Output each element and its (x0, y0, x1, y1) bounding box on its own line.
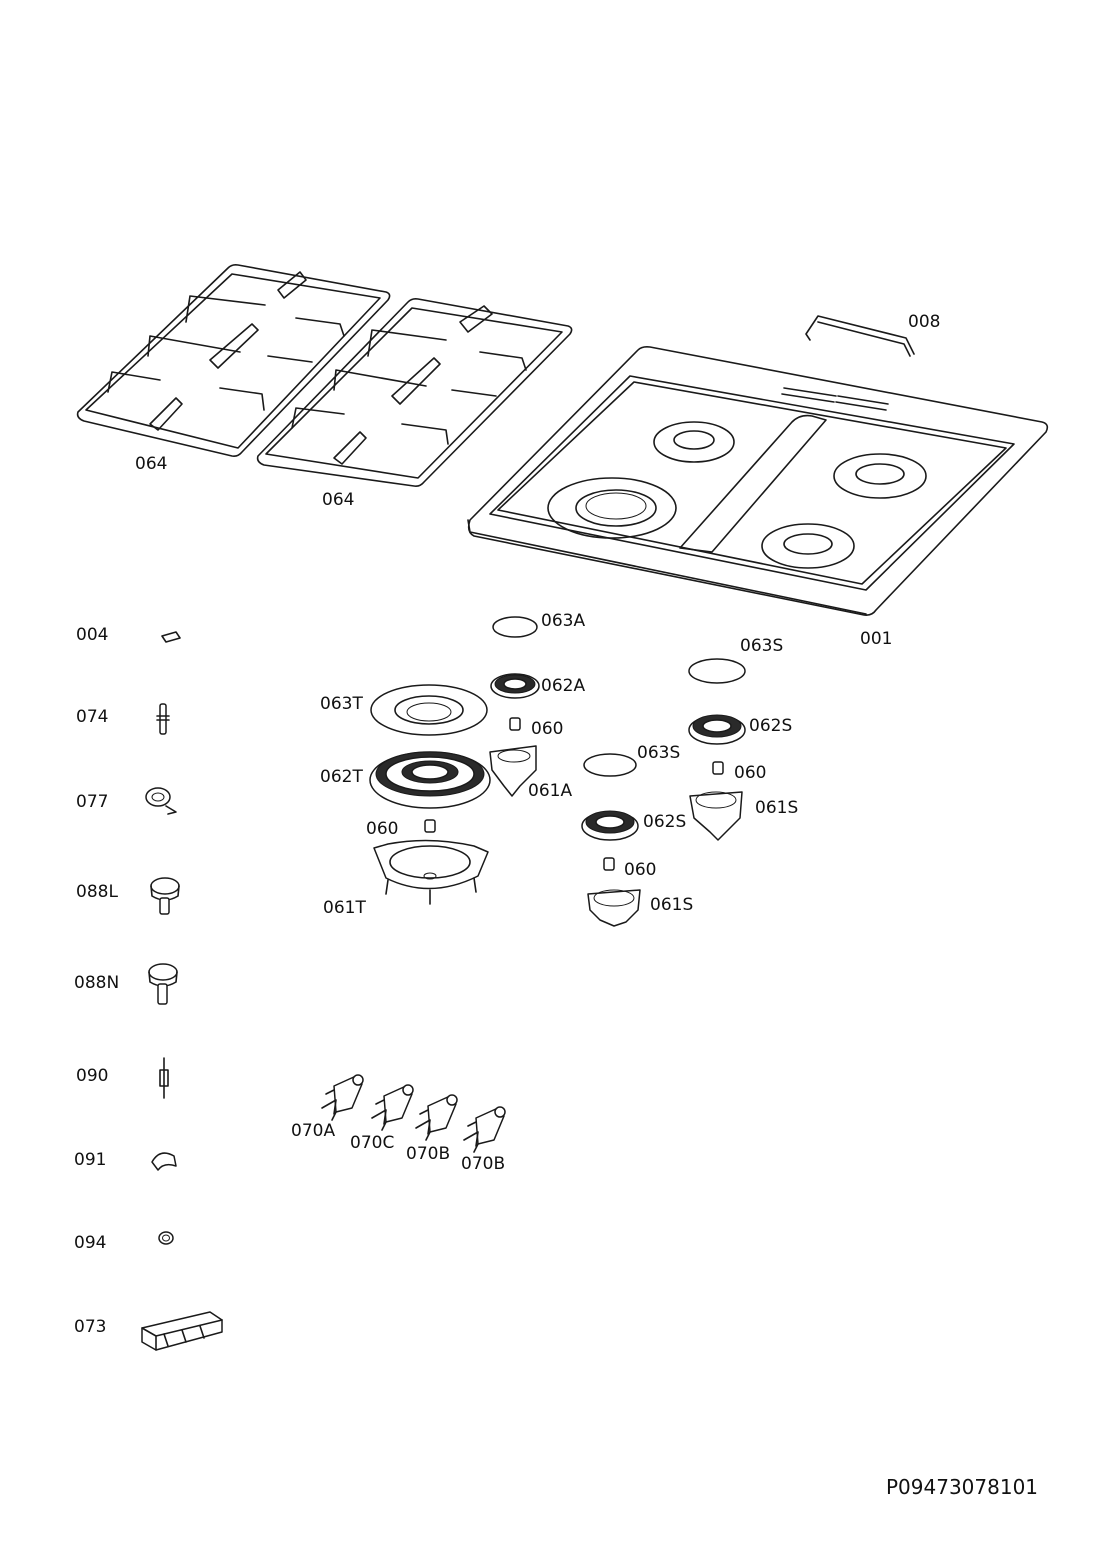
part-070B-gas-valve-1[interactable] (415, 1094, 458, 1141)
part-073-switch-block[interactable] (141, 1311, 223, 1351)
part-063S-burner-cap-a[interactable] (688, 658, 746, 684)
cooktop-top-plate[interactable] (467, 346, 1049, 616)
part-060-injector-s2[interactable] (603, 857, 615, 871)
part-063A-burner-cap[interactable] (492, 616, 538, 638)
label-062S-b: 062S (643, 812, 686, 832)
label-088N: 088N (74, 973, 119, 993)
part-060-injector-s1[interactable] (712, 761, 724, 775)
label-061T: 061T (323, 898, 366, 918)
label-074: 074 (76, 707, 108, 727)
label-001: 001 (860, 629, 892, 649)
part-004-clip[interactable] (161, 631, 181, 643)
label-060-a: 060 (531, 719, 563, 739)
label-062T: 062T (320, 767, 363, 787)
part-070A-gas-valve[interactable] (321, 1074, 364, 1121)
part-060-injector-a[interactable] (509, 717, 521, 731)
diagram-reference-code: P09473078101 (886, 1475, 1038, 1499)
label-070B-1: 070B (406, 1144, 450, 1164)
part-074-thermocouple[interactable] (156, 703, 170, 735)
label-063S-a: 063S (740, 636, 783, 656)
label-004: 004 (76, 625, 108, 645)
label-061S-b: 061S (650, 895, 693, 915)
part-088L-knob[interactable] (150, 877, 180, 915)
label-062S-a: 062S (749, 716, 792, 736)
cooktop-trim-008[interactable] (805, 315, 915, 357)
label-063A: 063A (541, 611, 585, 631)
part-077-hose-clamp[interactable] (145, 787, 177, 815)
part-061T-burner-body[interactable] (373, 839, 489, 905)
label-060-c: 060 (734, 763, 766, 783)
part-063T-burner-cap[interactable] (370, 684, 488, 736)
part-062S-flame-spreader-a[interactable] (688, 714, 746, 745)
part-062S-flame-spreader-b[interactable] (581, 810, 639, 841)
part-090-spark-electrode[interactable] (159, 1057, 169, 1099)
label-064-left: 064 (135, 454, 167, 474)
part-063S-burner-cap-b[interactable] (583, 753, 637, 777)
label-062A: 062A (541, 676, 585, 696)
part-061A-burner-body[interactable] (489, 745, 537, 797)
label-061A: 061A (528, 781, 572, 801)
label-060-b: 060 (366, 819, 398, 839)
label-070A: 070A (291, 1121, 335, 1141)
part-062T-flame-spreader[interactable] (369, 751, 491, 809)
part-091-clip[interactable] (151, 1152, 177, 1171)
part-062A-flame-spreader[interactable] (490, 673, 540, 699)
part-070B-gas-valve-2[interactable] (463, 1106, 506, 1153)
label-077: 077 (76, 792, 108, 812)
part-061S-burner-body-a[interactable] (689, 791, 743, 841)
part-060-injector-t[interactable] (424, 819, 436, 833)
label-063T: 063T (320, 694, 363, 714)
part-094-washer[interactable] (158, 1231, 174, 1245)
label-060-d: 060 (624, 860, 656, 880)
pan-support-left[interactable] (76, 264, 391, 457)
pan-support-right[interactable] (256, 298, 573, 487)
label-008: 008 (908, 312, 940, 332)
label-094: 094 (74, 1233, 106, 1253)
label-088L: 088L (76, 882, 118, 902)
label-064-right: 064 (322, 490, 354, 510)
label-063S-b: 063S (637, 743, 680, 763)
label-090: 090 (76, 1066, 108, 1086)
label-091: 091 (74, 1150, 106, 1170)
label-070C: 070C (350, 1133, 394, 1153)
label-061S-a: 061S (755, 798, 798, 818)
label-073: 073 (74, 1317, 106, 1337)
label-070B-2: 070B (461, 1154, 505, 1174)
part-088N-knob[interactable] (148, 963, 178, 1005)
part-061S-burner-body-b[interactable] (587, 889, 641, 927)
part-070C-gas-valve[interactable] (371, 1084, 414, 1131)
